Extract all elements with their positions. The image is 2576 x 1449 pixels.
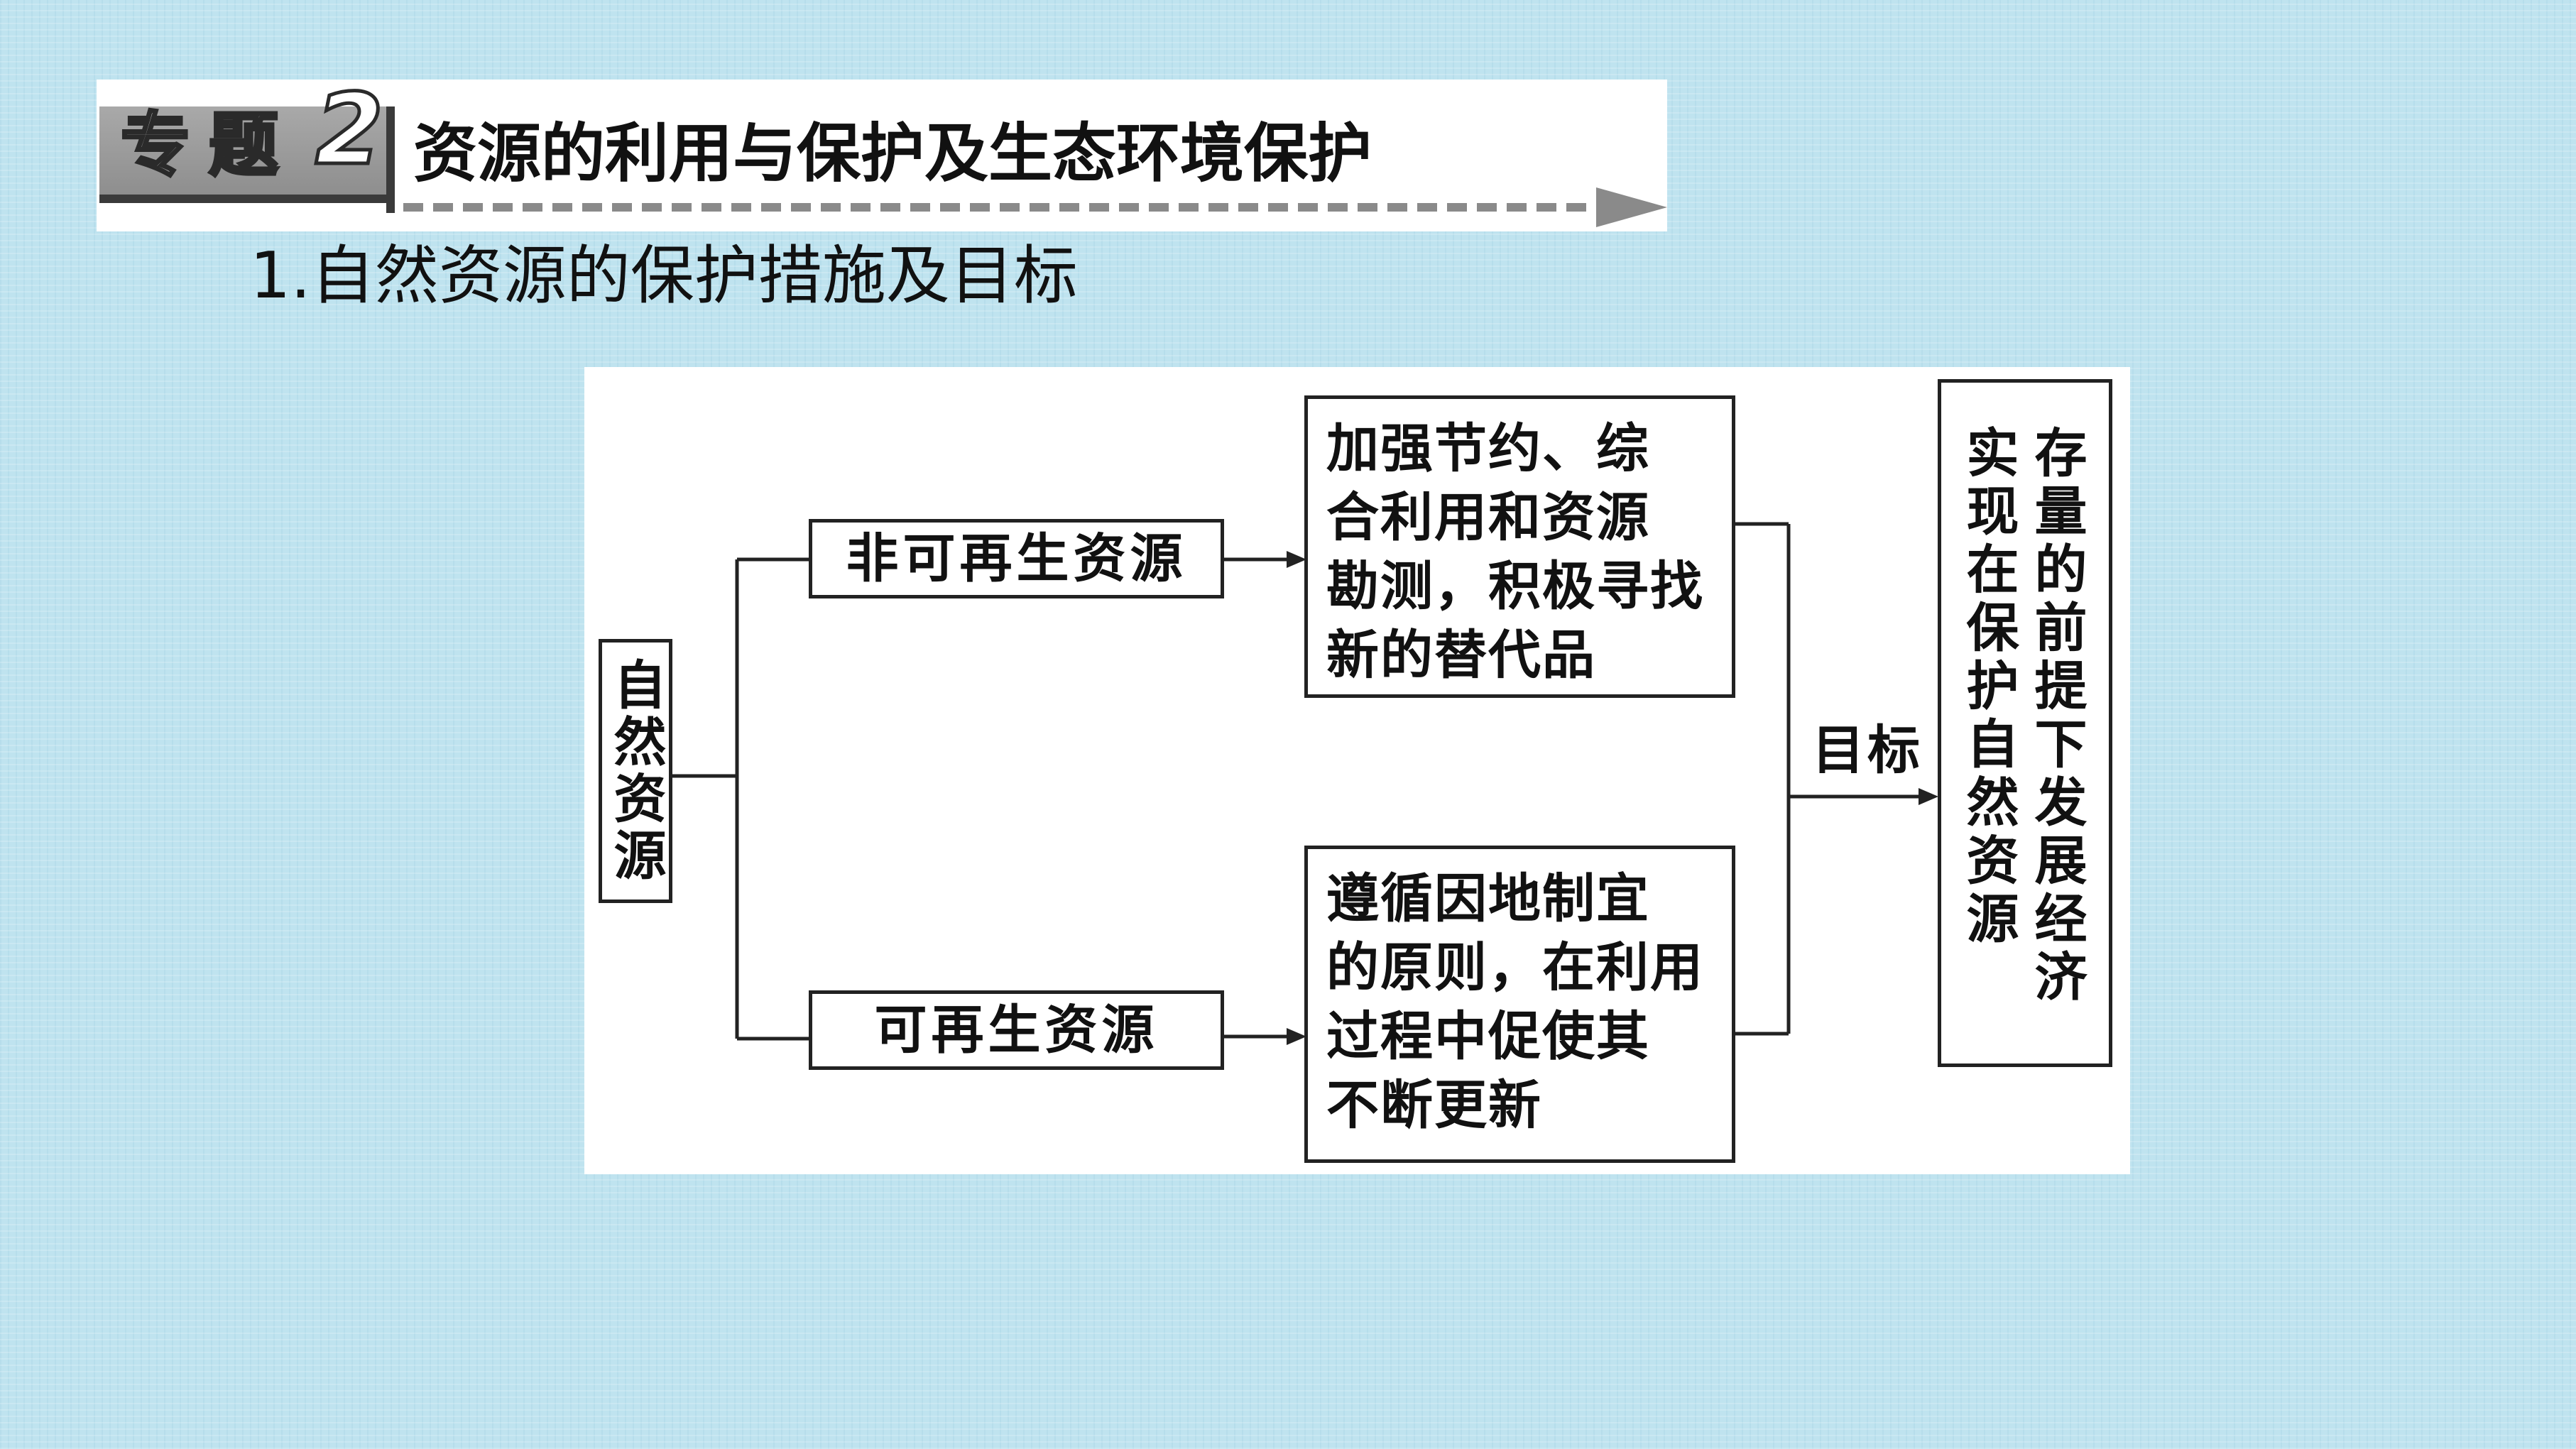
root-node: 自然资源 — [599, 639, 672, 903]
topic-tag-number: 2 — [313, 72, 385, 187]
renewable-measures-node: 遵循因地制宜 的原则，在利用 过程中促使其 不断更新 — [1304, 846, 1735, 1163]
measure-line: 加强节约、综 — [1326, 418, 1650, 479]
arrowhead-icon — [1287, 1028, 1306, 1045]
goal-edge-label: 目标 — [1812, 720, 1923, 781]
measure-line: 不断更新 — [1326, 1075, 1542, 1136]
topic-tag-edge — [386, 106, 395, 213]
measure-line: 勘测，积极寻找 — [1326, 556, 1704, 617]
goal-column: 实现在保护自然资源 — [1958, 425, 2019, 949]
measure-line: 的原则，在利用 — [1326, 937, 1704, 998]
measure-line: 过程中促使其 — [1326, 1006, 1650, 1067]
topic-tag — [99, 106, 386, 203]
measure-line: 新的替代品 — [1326, 625, 1596, 686]
section-heading: 1.自然资源的保护措施及目标 — [250, 239, 1078, 313]
measure-line: 合利用和资源 — [1326, 487, 1650, 548]
goal-node: 存量的前提下发展经济 实现在保护自然资源 — [1938, 379, 2112, 1067]
arrowhead-icon — [1287, 551, 1306, 568]
renewable-node: 可再生资源 — [809, 990, 1224, 1070]
dashed-arrow-icon — [403, 187, 1667, 227]
measure-line: 遵循因地制宜 — [1326, 868, 1650, 929]
goal-column: 存量的前提下发展经济 — [2026, 425, 2087, 1007]
arrowhead-icon — [1919, 788, 1938, 805]
header-banner: 专题 2 资源的利用与保护及生态环境保护 — [97, 72, 1667, 231]
nonrenewable-node: 非可再生资源 — [809, 519, 1224, 598]
topic-tag-label: 专题 — [119, 105, 298, 186]
banner-title: 资源的利用与保护及生态环境保护 — [413, 116, 1372, 191]
nonrenewable-measures-node: 加强节约、综 合利用和资源 勘测，积极寻找 新的替代品 — [1304, 395, 1735, 698]
